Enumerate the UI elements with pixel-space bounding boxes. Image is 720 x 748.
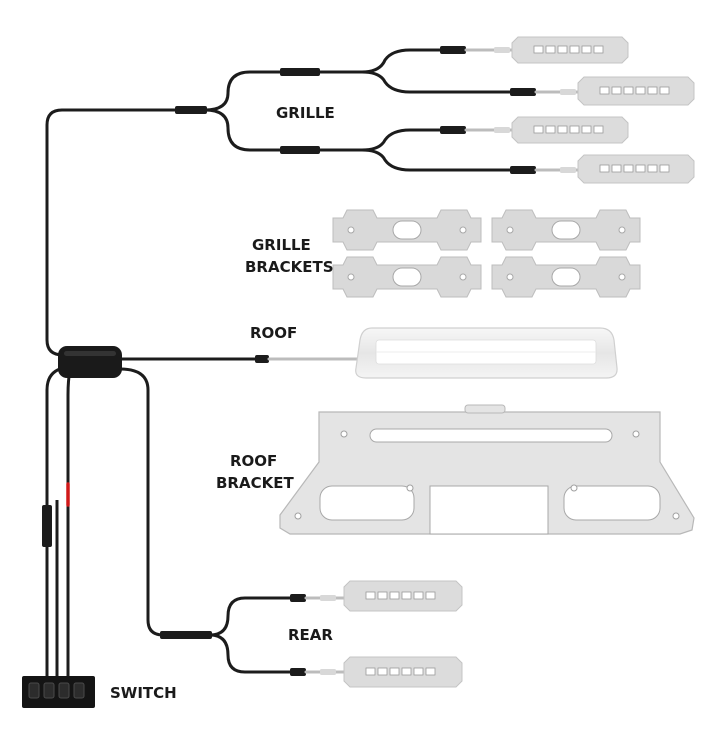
grille-light <box>577 154 695 184</box>
roof-bracket <box>279 404 695 535</box>
label-roof-bracket-line2: BRACKET <box>216 474 294 492</box>
label-roof-bracket-line1: ROOF <box>230 452 277 470</box>
label-roof: ROOF <box>250 324 297 342</box>
label-rear: REAR <box>288 626 333 644</box>
switch-panel <box>22 676 95 708</box>
lead-plug <box>560 167 576 173</box>
lead-plug <box>494 47 510 53</box>
grille-light <box>511 116 629 144</box>
label-grille-brackets-line1: GRILLE <box>252 236 311 254</box>
power-wire <box>55 482 70 678</box>
grille-light <box>577 76 695 106</box>
label-switch: SWITCH <box>110 684 177 702</box>
junction-hub <box>58 346 122 378</box>
rear-light <box>343 580 463 612</box>
lead-plug <box>560 89 576 95</box>
rear-light <box>343 656 463 688</box>
label-grille: GRILLE <box>276 104 335 122</box>
lead-plug <box>320 595 336 601</box>
grille-bracket <box>491 256 641 298</box>
grille-bracket <box>332 256 482 298</box>
grille-bracket <box>491 209 641 251</box>
roof-light <box>355 327 618 379</box>
grille-light <box>511 36 629 64</box>
lead-plug <box>320 669 336 675</box>
connectors <box>42 46 536 676</box>
grille-bracket <box>332 209 482 251</box>
lead-plug <box>494 127 510 133</box>
label-grille-brackets-line2: BRACKETS <box>245 258 334 276</box>
